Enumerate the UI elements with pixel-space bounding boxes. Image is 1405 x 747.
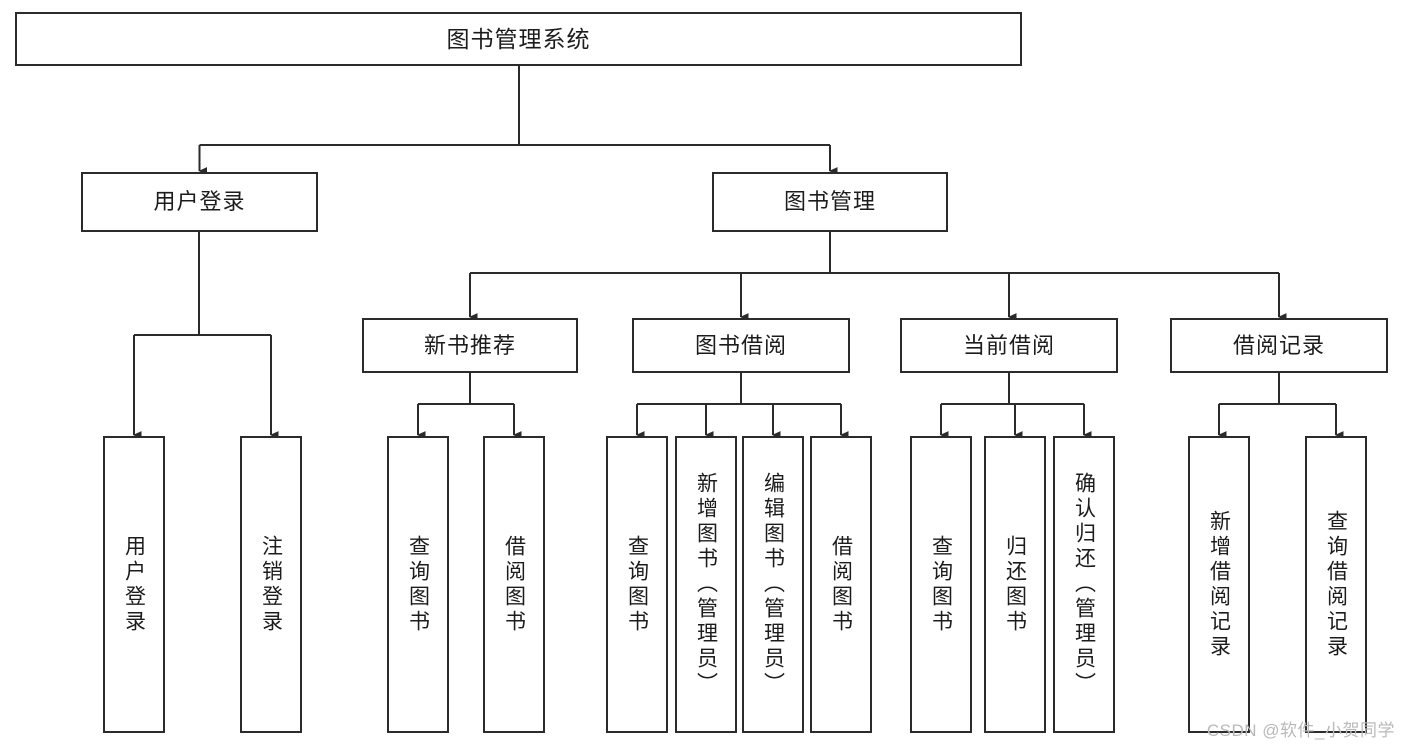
node-label: 注销登录 <box>259 534 283 635</box>
node-label: 借阅记录 <box>1232 332 1325 358</box>
node-label: 确认归还（管理员） <box>1072 472 1096 697</box>
node-label: 图书管理系统 <box>446 25 591 52</box>
node-leaf-query-book-3[interactable]: 查询图书 <box>910 436 972 733</box>
node-label: 用户登录 <box>122 534 146 635</box>
csdn-watermark: CSDN @软件_小贺同学 <box>1206 721 1395 740</box>
node-label: 查询图书 <box>929 534 953 635</box>
node-leaf-borrow-book-1[interactable]: 借阅图书 <box>483 436 545 733</box>
node-book-manage[interactable]: 图书管理 <box>712 172 948 232</box>
node-label: 查询图书 <box>625 534 649 635</box>
node-leaf-add-book[interactable]: 新增图书（管理员） <box>675 436 737 733</box>
node-leaf-user-login[interactable]: 用户登录 <box>103 436 165 733</box>
node-leaf-logout[interactable]: 注销登录 <box>240 436 302 733</box>
node-label: 用户登录 <box>153 189 246 215</box>
node-label: 查询图书 <box>406 534 430 635</box>
node-label: 查询借阅记录 <box>1324 509 1348 660</box>
node-label: 借阅图书 <box>829 534 853 635</box>
node-label: 当前借阅 <box>962 332 1055 358</box>
node-borrow-record[interactable]: 借阅记录 <box>1170 318 1388 373</box>
node-leaf-query-record[interactable]: 查询借阅记录 <box>1305 436 1367 733</box>
node-leaf-add-record[interactable]: 新增借阅记录 <box>1188 436 1250 733</box>
connector-lines <box>132 66 1344 439</box>
node-leaf-return-book[interactable]: 归还图书 <box>984 436 1046 733</box>
node-label: 编辑图书（管理员） <box>761 472 785 697</box>
node-leaf-query-book-2[interactable]: 查询图书 <box>606 436 668 733</box>
node-label: 新书推荐 <box>423 332 516 358</box>
node-label: 归还图书 <box>1003 534 1027 635</box>
node-label: 图书借阅 <box>694 332 787 358</box>
node-current-borrow[interactable]: 当前借阅 <box>900 318 1118 373</box>
node-label: 借阅图书 <box>502 534 526 635</box>
node-label: 新增图书（管理员） <box>694 472 718 697</box>
node-new-book-rec[interactable]: 新书推荐 <box>362 318 578 373</box>
node-book-borrow[interactable]: 图书借阅 <box>632 318 850 373</box>
node-leaf-borrow-book-2[interactable]: 借阅图书 <box>810 436 872 733</box>
node-leaf-edit-book[interactable]: 编辑图书（管理员） <box>742 436 804 733</box>
node-label: 图书管理 <box>783 189 876 215</box>
node-user-login[interactable]: 用户登录 <box>81 172 318 232</box>
node-leaf-query-book-1[interactable]: 查询图书 <box>387 436 449 733</box>
node-root[interactable]: 图书管理系统 <box>15 12 1022 66</box>
node-leaf-confirm-return[interactable]: 确认归还（管理员） <box>1053 436 1115 733</box>
node-label: 新增借阅记录 <box>1207 509 1231 660</box>
